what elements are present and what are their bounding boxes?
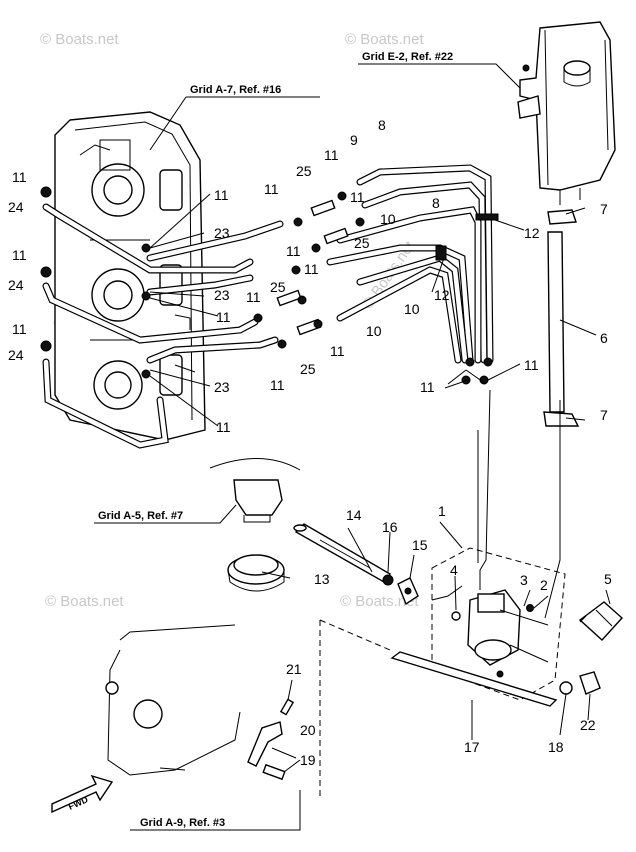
callout-11: 11 [350, 189, 365, 205]
callout-16: 16 [382, 519, 398, 535]
callout-25: 25 [354, 235, 370, 251]
callout-12-middle: 12 [434, 287, 450, 303]
callout-23: 23 [214, 379, 230, 395]
watermark: © Boats.net [45, 593, 124, 610]
callout-25: 25 [296, 163, 312, 179]
callout-11: 11 [286, 243, 301, 259]
watermark: © Boats.net [40, 31, 119, 48]
callout-11: 11 [214, 187, 229, 203]
callout-11: 11 [324, 147, 339, 163]
callout-23: 23 [214, 225, 230, 241]
callout-11: 11 [524, 357, 539, 373]
callout-11: 11 [264, 181, 279, 197]
callout-11: 11 [12, 247, 27, 263]
callout-7-bottom: 7 [600, 407, 608, 423]
screw-21 [279, 698, 295, 716]
bushing-15 [397, 577, 419, 606]
callout-17: 17 [464, 739, 480, 755]
callout-15: 15 [412, 537, 428, 553]
grid-ref-a7: Grid A-7, Ref. #16 [149, 84, 320, 151]
callout-7-top: 7 [600, 201, 608, 217]
fuel-hose-24 [42, 203, 259, 449]
callout-5: 5 [604, 571, 612, 587]
washer-11-group [40, 186, 493, 385]
forward-arrow-icon: FWD [51, 774, 114, 814]
callout-6: 6 [600, 330, 608, 346]
callout-25: 25 [270, 279, 286, 295]
callout-13: 13 [314, 571, 330, 587]
grid-ref-a9-label: Grid A-9, Ref. #3 [140, 817, 225, 829]
grid-a5-reference-part [209, 458, 301, 523]
callout-24: 24 [8, 277, 24, 293]
callout-11: 11 [12, 321, 27, 337]
callout-14: 14 [346, 507, 362, 523]
callout-1: 1 [438, 503, 446, 519]
grid-ref-a9: Grid A-9, Ref. #3 [130, 790, 301, 831]
callout-11: 11 [330, 343, 345, 359]
grid-ref-a5: Grid A-5, Ref. #7 [94, 504, 237, 524]
bracket-20 [247, 721, 283, 767]
callout-20: 20 [300, 722, 316, 738]
callout-10-top: 10 [380, 211, 396, 227]
grid-ref-a5-label: Grid A-5, Ref. #7 [98, 510, 183, 522]
hose-clamp-12 [435, 213, 499, 261]
fuel-pump-assembly-1 [431, 389, 566, 701]
fuel-hose-6 [543, 209, 580, 427]
grid-ref-e2-label: Grid E-2, Ref. #22 [362, 51, 453, 63]
leader-lines [319, 585, 463, 800]
callout-11: 11 [304, 261, 319, 277]
callout-19: 19 [300, 752, 316, 768]
watermark: © Boats.net [340, 593, 419, 610]
engine-block-reference-part [54, 111, 206, 441]
fuel-tank-reference-part [517, 21, 616, 205]
callout-9: 9 [350, 132, 358, 148]
fuel-connector-5 [578, 601, 623, 641]
callout-21: 21 [286, 661, 302, 677]
grid-ref-e2: Grid E-2, Ref. #22 [358, 51, 521, 89]
callout-22: 22 [580, 717, 596, 733]
callout-8-top: 8 [378, 117, 386, 133]
callout-11: 11 [216, 419, 231, 435]
callout-3: 3 [520, 572, 528, 588]
callout-leaders [149, 193, 611, 773]
fitting-22 [579, 671, 601, 695]
adapter-13 [227, 554, 285, 592]
seal-16 [382, 574, 394, 586]
callout-11: 11 [420, 379, 435, 395]
nut-18 [559, 681, 573, 695]
callout-12-top: 12 [524, 225, 540, 241]
callout-4: 4 [450, 562, 458, 578]
screw-19 [262, 763, 286, 781]
callout-11: 11 [12, 169, 27, 185]
callout-18: 18 [548, 739, 564, 755]
callout-11: 11 [246, 289, 261, 305]
callout-10-middle: 10 [404, 301, 420, 317]
callout-24: 24 [8, 347, 24, 363]
engine-hoses [146, 220, 284, 364]
link-rod-17 [390, 651, 558, 707]
callout-numbers: 1 2 3 4 5 6 7 7 8 8 9 10 10 10 11 11 11 … [8, 117, 612, 768]
callout-10-bottom: 10 [366, 323, 382, 339]
callout-24: 24 [8, 199, 24, 215]
callout-25: 25 [300, 361, 316, 377]
fuel-hose-8 [336, 164, 494, 364]
watermark: © Boats.net [345, 31, 424, 48]
callout-11: 11 [270, 377, 285, 393]
callout-8-middle: 8 [432, 195, 440, 211]
shaft-14 [293, 523, 392, 583]
callout-23: 23 [214, 287, 230, 303]
callout-11: 11 [216, 309, 231, 325]
callout-2: 2 [540, 577, 548, 593]
lower-housing-reference [105, 624, 241, 776]
grid-ref-a7-label: Grid A-7, Ref. #16 [190, 84, 281, 96]
